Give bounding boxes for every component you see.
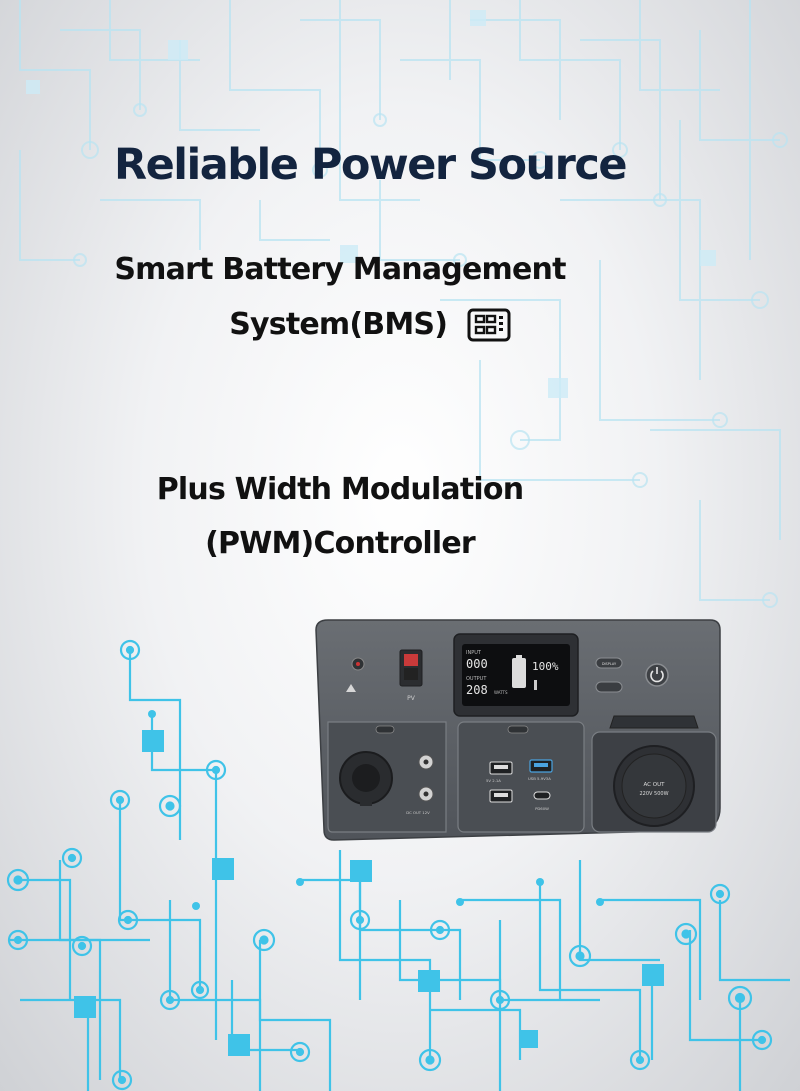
lcd-input-value: 000 bbox=[466, 657, 488, 671]
warning-icon bbox=[346, 657, 365, 692]
page-title: Reliable Power Source bbox=[113, 140, 628, 190]
lcd-output-label: OUTPUT bbox=[466, 676, 487, 682]
display-button[interactable] bbox=[595, 657, 623, 669]
feature-bms-line2: System(BMS) bbox=[170, 306, 570, 342]
lcd-display: INPUT 000 OUTPUT 208 WATTS 100% bbox=[453, 633, 579, 717]
power-station-panel: PV INPUT 000 OUTPUT 208 WATTS 100% DISPL… bbox=[315, 619, 721, 841]
dc-label: DC OUT 12V bbox=[406, 810, 430, 815]
display-button-label: DISPLAY bbox=[602, 662, 617, 666]
feature-bms-line1: Smart Battery Management bbox=[114, 252, 566, 287]
battery-management-icon bbox=[467, 308, 511, 341]
ac-label: AC OUT bbox=[644, 782, 666, 788]
thermometer-icon bbox=[534, 680, 537, 690]
dc-module: DC OUT 12V bbox=[327, 721, 447, 833]
lcd-watts-label: WATTS bbox=[494, 690, 508, 695]
feature-pwm-line2: (PWM)Controller bbox=[205, 526, 476, 561]
ac-module: AC OUT 220V 500W bbox=[591, 715, 717, 833]
pv-input-port bbox=[399, 649, 423, 687]
lcd-input-label: INPUT bbox=[466, 650, 482, 656]
battery-level-icon bbox=[512, 658, 526, 688]
usb-a-label: 5V 2.1A bbox=[486, 778, 501, 783]
power-button[interactable] bbox=[645, 663, 669, 687]
pv-label: PV bbox=[407, 695, 416, 702]
ac-spec: 220V 500W bbox=[639, 791, 668, 797]
feature-pwm-line1: Plus Width Modulation bbox=[156, 472, 524, 507]
usb-qc-label: USB 5-9V3A bbox=[528, 776, 551, 781]
usb-c-port bbox=[533, 791, 551, 800]
lcd-output-value: 208 bbox=[466, 683, 488, 697]
feature-bms-text: System(BMS) bbox=[229, 307, 448, 342]
usb-module: 5V 2.1A USB 5-9V3A PD60W bbox=[457, 721, 585, 833]
usb-c-label: PD60W bbox=[535, 806, 549, 811]
light-button[interactable] bbox=[595, 681, 623, 693]
lcd-battery-percent: 100% bbox=[532, 660, 559, 673]
